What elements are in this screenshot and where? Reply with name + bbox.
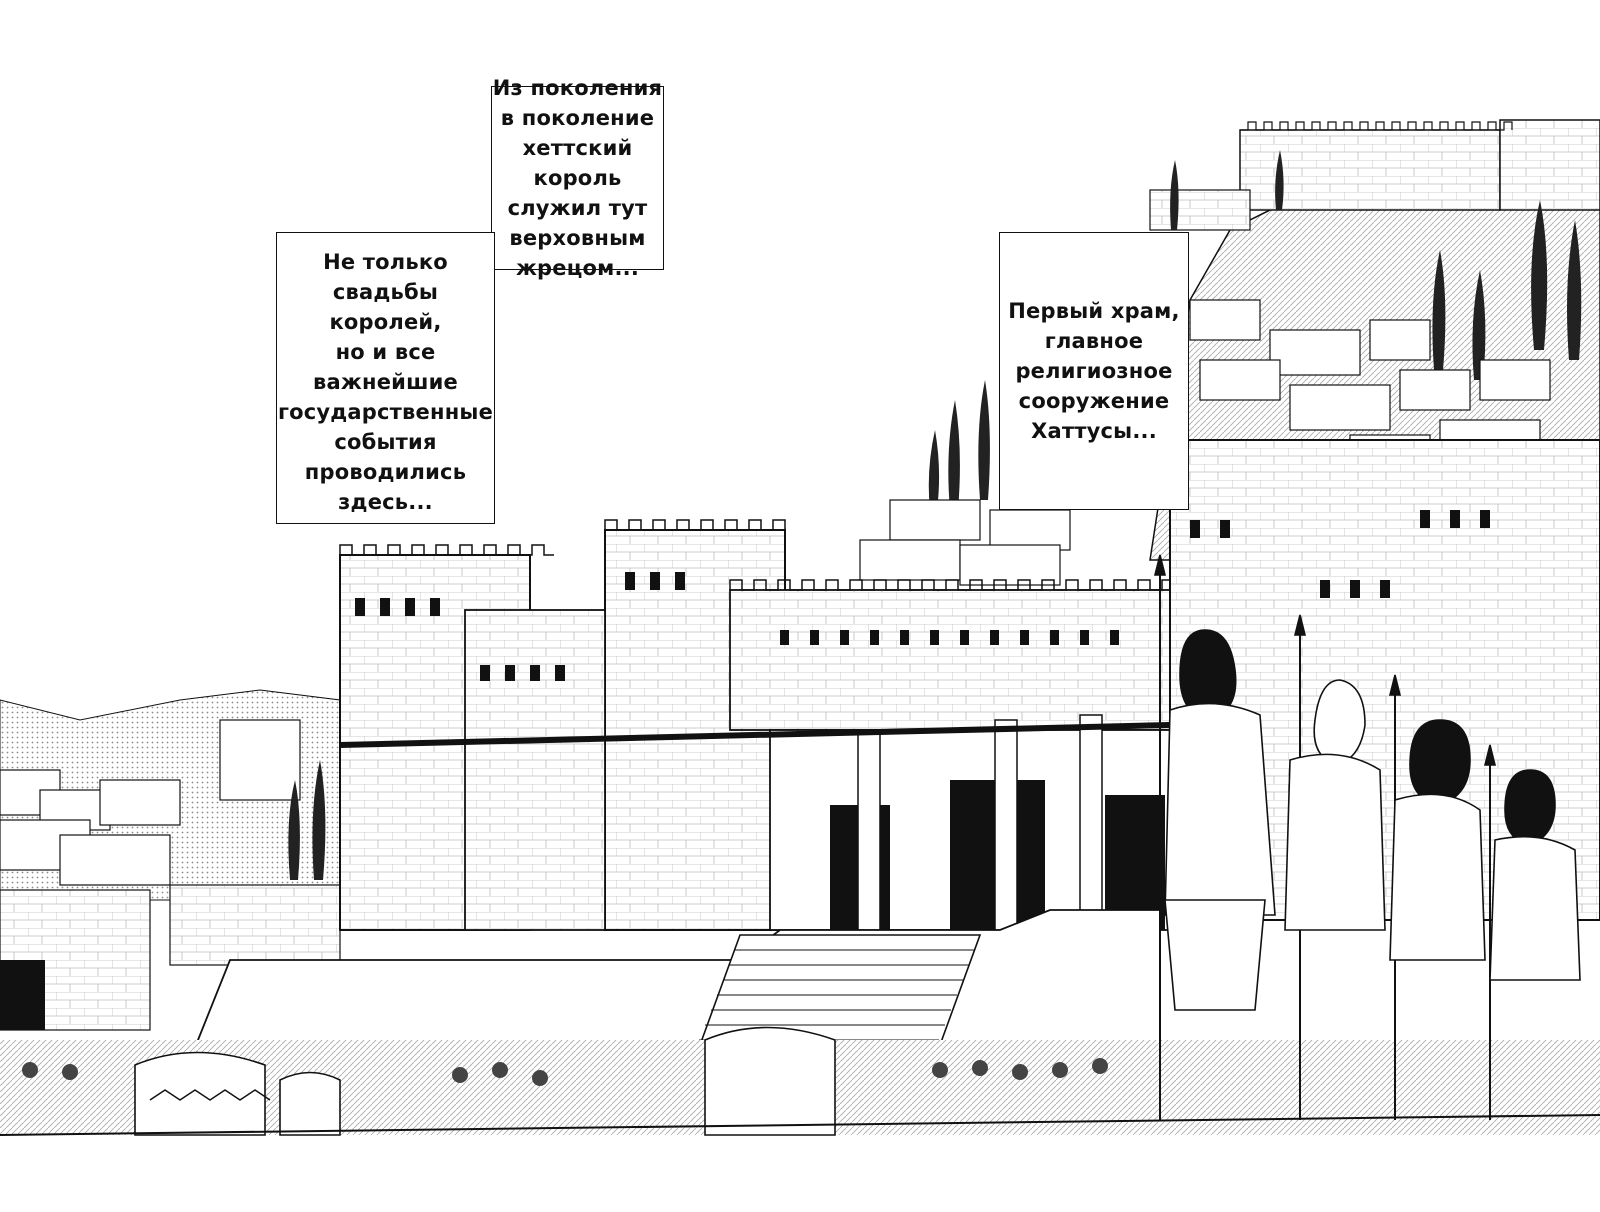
narration-caption-left: Не только свадьбы королей, но и все важн… [276,232,495,524]
guard-1 [1153,554,1276,1120]
narration-caption-right: Первый храм, главное религиозное сооруже… [999,232,1189,510]
guard-4 [1483,744,1581,1120]
cypress-trees [928,150,1582,510]
guard-3 [1388,674,1486,1120]
narration-text-left: Не только свадьбы королей, но и все важн… [277,250,494,514]
foreground-guards [1153,554,1581,1120]
narration-caption-top: Из поколения в поколение хеттский король… [491,76,664,280]
acropolis-fortress [1149,119,1600,231]
guard-2 [1284,614,1386,1120]
crowd-and-treasure-chests [0,1026,1600,1136]
narration-text-top: Из поколения в поколение хеттский король… [492,76,663,280]
narration-text-right: Первый храм, главное религиозное сооруже… [1008,299,1180,443]
hillside-houses [859,299,1551,586]
